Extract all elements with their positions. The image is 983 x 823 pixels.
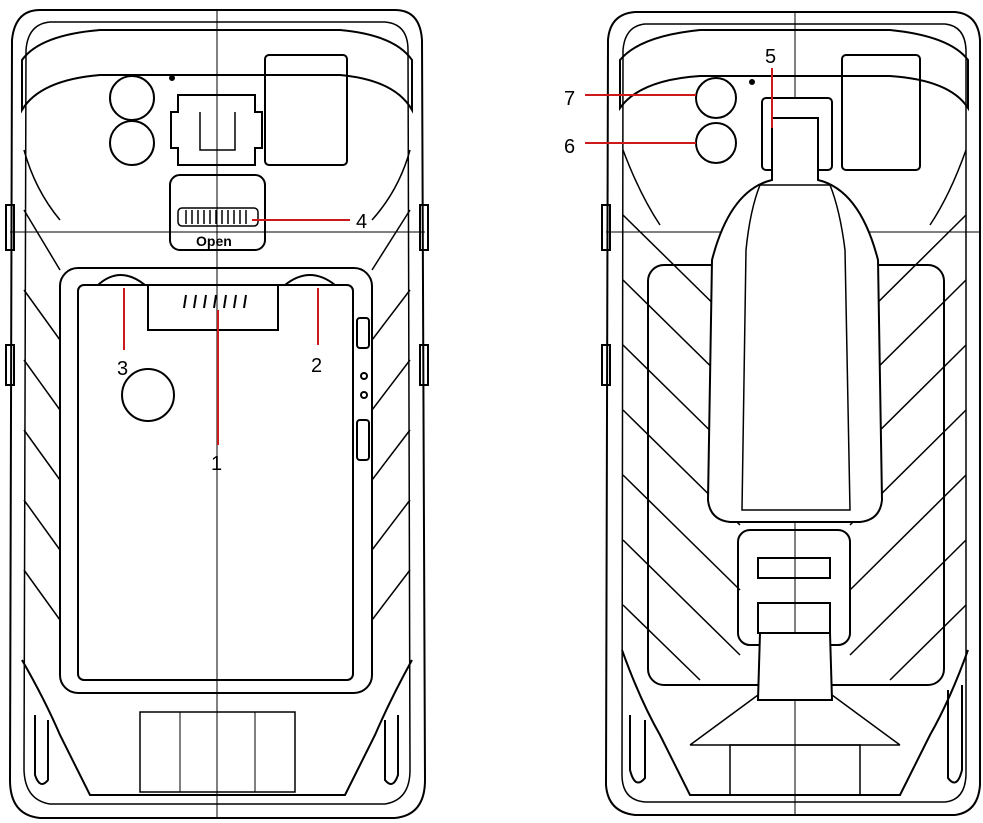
- left-fingerprint-area: [121, 368, 175, 422]
- left-latch-housing: [169, 174, 266, 251]
- left-side-button-4: [419, 344, 429, 386]
- left-camera-top-icon: [109, 75, 155, 121]
- right-buckle-slot-top: [757, 557, 831, 579]
- left-side-button-1: [5, 204, 15, 251]
- left-battery-contacts: [183, 294, 247, 309]
- right-device-body: [604, 11, 981, 816]
- left-battery-pack: [77, 284, 354, 681]
- callout-6: 6: [564, 136, 575, 158]
- left-side-led-1: [360, 372, 368, 380]
- callout-2: 2: [311, 355, 322, 377]
- left-camera-bottom-icon: [109, 120, 155, 166]
- right-bottom-port-area: [729, 744, 861, 796]
- device-left-view: Open: [5, 9, 429, 819]
- left-device-inner-rim: [23, 21, 411, 805]
- left-bottom-bumper: [21, 659, 413, 796]
- left-camera-flash-dot: [169, 75, 175, 81]
- right-hand-strap-inner: [741, 184, 851, 511]
- left-strap-clip: [170, 94, 263, 166]
- left-bottom-port-area: [139, 711, 296, 793]
- left-bottom-hook-left: [34, 715, 49, 785]
- right-side-button-2: [601, 344, 611, 386]
- left-ribs-left: [23, 149, 61, 621]
- left-ribs-right: [371, 149, 411, 621]
- callout-3: 3: [117, 358, 128, 380]
- callout-1: 1: [211, 453, 222, 475]
- right-camera-flash-dot: [749, 79, 755, 85]
- right-label-area: [841, 54, 921, 171]
- callout-7: 7: [564, 88, 575, 110]
- left-battery-cover-outer: [59, 267, 373, 694]
- right-bottom-hook-left: [629, 715, 646, 784]
- right-strap-lower: [756, 632, 834, 701]
- right-side-button-1: [601, 204, 611, 251]
- left-top-bumper: [21, 29, 413, 114]
- left-side-button-2: [5, 344, 15, 386]
- right-buckle-slot-bottom: [757, 602, 831, 634]
- right-camera-top-icon: [695, 77, 737, 119]
- left-release-tab-2: [284, 274, 336, 286]
- callout-labels: 1 2 3 4 5 6 7: [117, 46, 776, 475]
- right-strap-buckle: [737, 529, 851, 646]
- left-bottom-hook-right: [384, 715, 399, 785]
- left-latch-grip-icon: [185, 210, 247, 224]
- right-camera-bottom-icon: [695, 122, 737, 164]
- right-device-inner-rim: [621, 23, 967, 803]
- right-hand-strap: [706, 117, 884, 523]
- left-latch-knob: [177, 207, 259, 227]
- left-side-button-3: [419, 204, 429, 251]
- left-side-led-2: [360, 391, 368, 399]
- left-battery-connector: [147, 284, 279, 331]
- callout-4: 4: [356, 211, 367, 233]
- right-bottom-hook-right: [947, 685, 963, 784]
- right-top-bumper: [619, 29, 969, 112]
- left-side-switch: [356, 317, 370, 349]
- left-side-slider: [356, 419, 370, 461]
- device-right-view: [601, 11, 981, 816]
- latch-open-text: Open: [196, 233, 232, 249]
- left-release-tab-3: [97, 274, 146, 286]
- callout-leaders: [123, 68, 773, 445]
- left-label-area: [264, 54, 348, 166]
- callout-5: 5: [765, 46, 776, 68]
- left-device-body: [8, 9, 427, 819]
- left-strap-clip-inner: [199, 112, 236, 151]
